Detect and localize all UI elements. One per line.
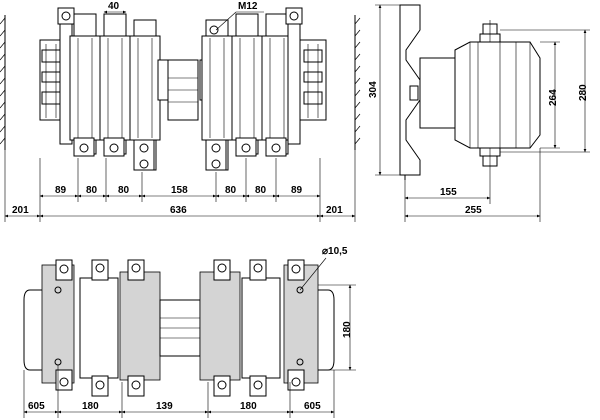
front-dim-5: 80: [225, 185, 237, 196]
top-strip-1: [41, 264, 75, 384]
side-body: [454, 41, 541, 149]
top-dim-3: 139: [156, 401, 173, 412]
side-dim-mounting: 280: [578, 84, 589, 101]
side-dim-155: 155: [440, 187, 457, 198]
overall-dim-left: 201: [12, 205, 29, 216]
wall-hatch-left: [0, 15, 6, 150]
hole-label: ⌀10,5: [322, 246, 348, 257]
top-strip-4: [283, 264, 319, 384]
left-pole-1: [69, 13, 101, 157]
pitch-dim-label: 40: [108, 1, 120, 12]
top-view: ⌀10,5 180 605 180 139 180 605: [23, 246, 356, 418]
side-dim-255: 255: [465, 205, 482, 216]
top-coil-left: [79, 277, 119, 379]
top-strip-3: [199, 271, 241, 381]
side-dim-inner: 264: [548, 89, 559, 106]
right-pole-1: [199, 19, 233, 171]
center-shaft: [167, 59, 199, 121]
front-dim-2: 80: [86, 185, 98, 196]
side-view: 304 280 264 155 255: [368, 4, 590, 222]
left-pole-3: [129, 19, 169, 171]
top-dim-1: 605: [28, 401, 45, 412]
wall-hatch-right: [354, 15, 361, 150]
front-view: M12 40 89 80 80 158 80 80 89: [0, 1, 361, 222]
right-pole-3: [261, 13, 293, 157]
left-pole-2: [99, 13, 131, 157]
top-strip-2: [119, 271, 161, 381]
right-pole-2: [231, 13, 263, 157]
top-coil-right: [241, 277, 281, 379]
front-dim-1: 89: [55, 185, 67, 196]
overall-dim-center: 636: [170, 205, 187, 216]
front-dim-4: 158: [171, 185, 188, 196]
top-dim-2: 180: [82, 401, 99, 412]
m12-label: M12: [238, 1, 258, 12]
overall-dim-right: 201: [326, 205, 343, 216]
top-height-dim: 180: [342, 321, 353, 338]
right-bracket: [285, 7, 327, 145]
front-dim-3: 80: [118, 185, 130, 196]
top-dim-4: 180: [240, 401, 257, 412]
side-dim-total: 304: [368, 81, 379, 98]
top-dim-5: 605: [304, 401, 321, 412]
m12-leader: [215, 11, 237, 31]
front-dim-6: 80: [255, 185, 267, 196]
left-bracket: [39, 7, 75, 145]
side-base: [419, 57, 456, 129]
front-dim-7: 89: [291, 185, 303, 196]
